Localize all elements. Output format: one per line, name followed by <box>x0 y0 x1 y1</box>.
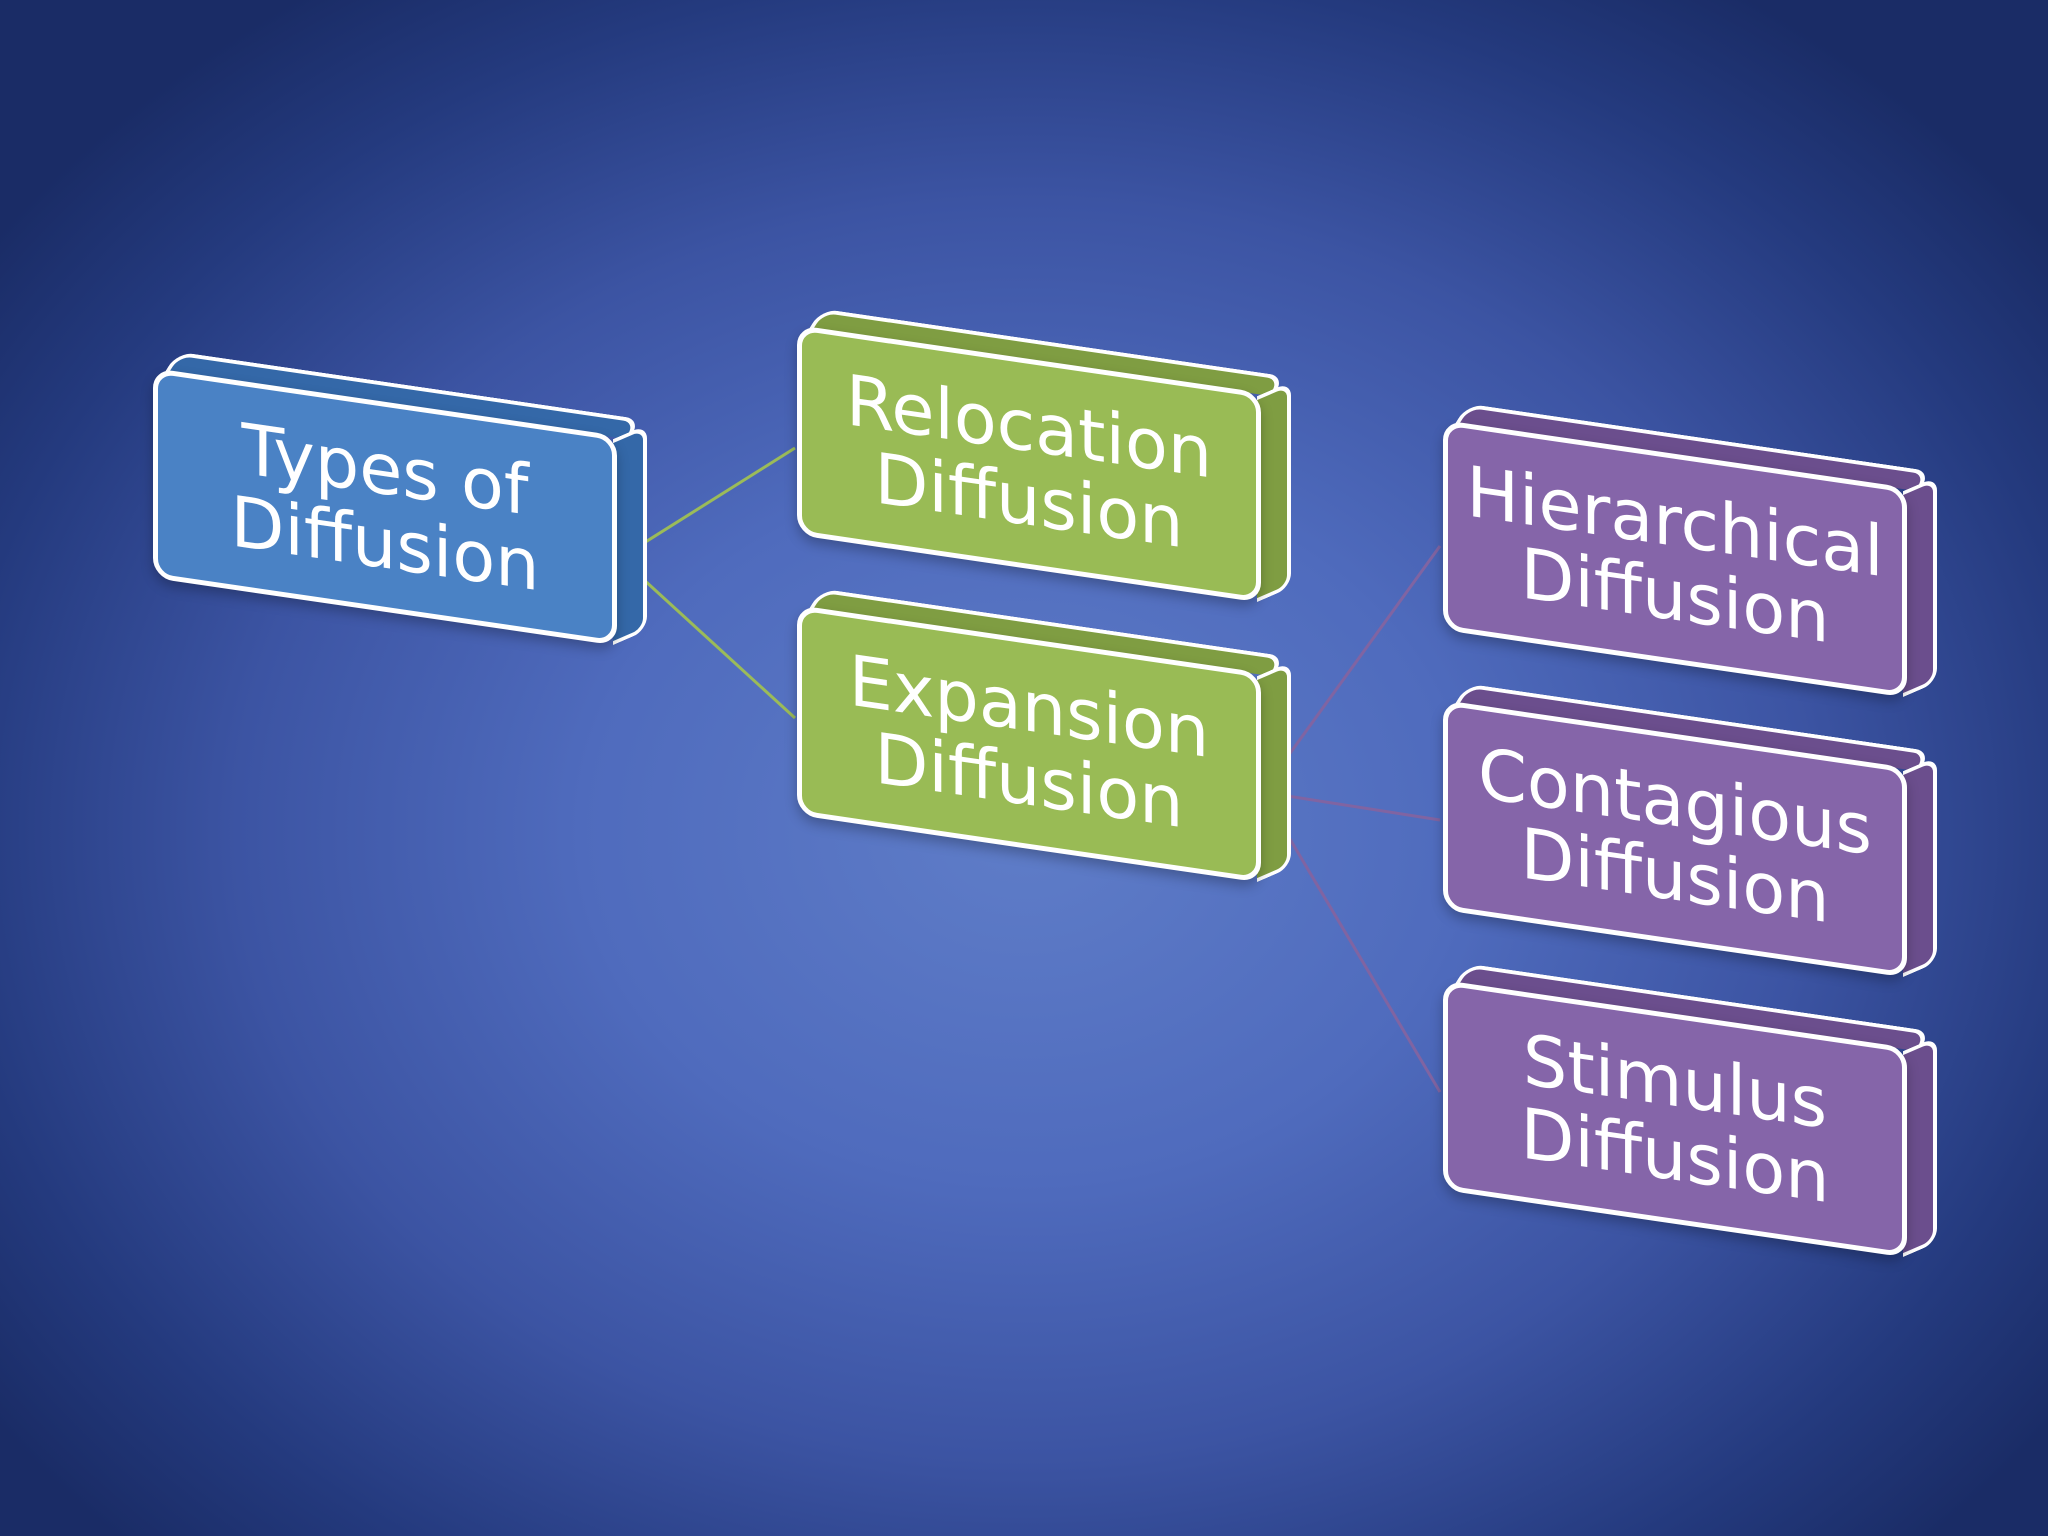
connector-expansion-to-stimulus <box>1260 791 1442 1093</box>
node-side-face <box>1257 381 1291 603</box>
connector-expansion-to-hierarchical <box>1260 545 1442 793</box>
connector-root-to-expansion <box>618 556 797 720</box>
node-side-face <box>1903 476 1937 698</box>
node-side-face <box>1257 661 1291 883</box>
node-side-face <box>613 424 647 646</box>
connector-root-to-relocation <box>619 446 796 560</box>
connector-expansion-to-contagious <box>1261 790 1441 822</box>
node-side-face <box>1903 1036 1937 1258</box>
node-side-face <box>1903 756 1937 978</box>
